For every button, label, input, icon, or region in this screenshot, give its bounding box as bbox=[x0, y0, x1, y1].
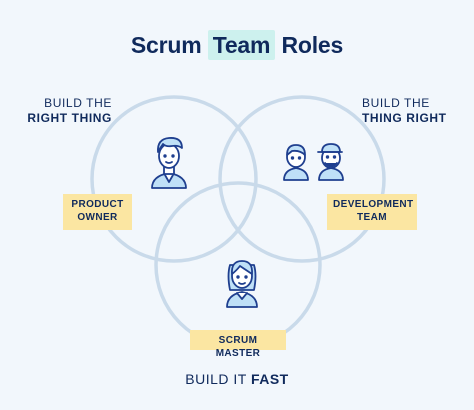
development-team-circle bbox=[218, 95, 386, 263]
scrum-master-tag: SCRUM MASTER bbox=[190, 330, 286, 359]
title-suffix: Roles bbox=[275, 32, 344, 58]
product-owner-line2: OWNER bbox=[77, 212, 118, 223]
development-team-tag: DEVELOPMENT TEAM bbox=[327, 194, 417, 230]
build-thing-right-line2: THING RIGHT bbox=[362, 111, 462, 126]
build-right-thing-bold: RIGHT THING bbox=[27, 111, 112, 125]
build-thing-right-label: BUILD THE THING RIGHT bbox=[362, 96, 462, 126]
product-owner-icon bbox=[151, 137, 187, 189]
page-title: Scrum Team Roles bbox=[0, 30, 474, 60]
product-owner-circle bbox=[90, 95, 258, 263]
build-right-thing-line1: BUILD THE bbox=[44, 96, 112, 110]
development-team-line1: DEVELOPMENT bbox=[333, 199, 414, 210]
build-right-thing-label: BUILD THE RIGHT THING bbox=[26, 96, 112, 126]
footer-bold: FAST bbox=[250, 371, 289, 387]
product-owner-line1: PRODUCT bbox=[71, 199, 124, 210]
footer-normal: BUILD IT bbox=[185, 371, 251, 387]
scrum-master-icon bbox=[226, 260, 258, 308]
development-team-line2: TEAM bbox=[357, 212, 387, 223]
title-highlight: Team bbox=[207, 30, 276, 60]
product-owner-tag: PRODUCT OWNER bbox=[63, 194, 132, 230]
title-prefix: Scrum bbox=[130, 32, 208, 58]
scrum-master-label: SCRUM MASTER bbox=[215, 335, 261, 359]
developer-icon bbox=[283, 144, 309, 181]
build-thing-right-line1: BUILD THE bbox=[362, 96, 430, 110]
build-right-thing-line2: RIGHT THING bbox=[26, 111, 112, 126]
build-thing-right-bold: THING RIGHT bbox=[362, 111, 447, 125]
developer-cap-icon bbox=[317, 143, 344, 181]
build-it-fast-label: BUILD IT FAST bbox=[0, 371, 474, 387]
